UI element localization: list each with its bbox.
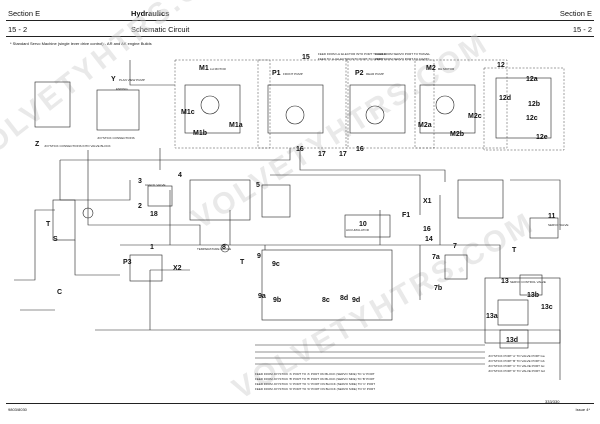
label-m2b: M2b [450, 131, 464, 138]
label-t-right: T [512, 247, 517, 254]
label-x1: X1 [423, 198, 432, 205]
label-t-left: T [46, 221, 51, 228]
label-14: 14 [425, 236, 433, 243]
label-p1-desc: FRONT PUMP [283, 72, 303, 76]
label-f1: F1 [402, 212, 410, 219]
label-13c: 13c [541, 304, 553, 311]
port-label-right-c: JOYSTICK PORT 'C' TO VALVE PORT Gc [488, 364, 545, 368]
page-number-left: 15 - 2 [8, 25, 28, 34]
label-13-desc: SERVO CONTROL VALVE [510, 280, 546, 284]
label-m2-desc: RH MOTOR [438, 67, 455, 71]
label-15: 15 [302, 54, 310, 61]
label-p2: P2 [355, 70, 364, 77]
label-y-desc: PLAN VIEW PUMP [119, 78, 145, 82]
label-11: 11 [548, 213, 556, 220]
label-p3: P3 [123, 259, 132, 266]
label-7a: 7a [432, 254, 440, 261]
label-13d: 13d [506, 337, 518, 344]
label-t-mid: T [240, 259, 245, 266]
label-10-desc: ACCUMULATOR [346, 228, 370, 232]
label-y-sub: ENDING [116, 87, 128, 91]
label-m2c: M2c [468, 113, 482, 120]
components [34, 77, 561, 349]
label-9b: 9b [273, 297, 281, 304]
label-p1: P1 [272, 70, 281, 77]
label-16b: 16 [356, 146, 364, 153]
port-label-bottom-b: FEED FROM JOYSTICK 'B' PORT TO 'B' PORT … [255, 377, 375, 381]
label-12: 12 [497, 62, 505, 69]
build-note: * Standard Servo Machine (single lever d… [10, 41, 152, 46]
issue-label: Issue 4* [575, 407, 590, 412]
label-2: 2 [138, 203, 142, 210]
label-8d: 8d [340, 295, 348, 302]
header-rule [6, 20, 594, 21]
label-m2a: M2a [418, 122, 432, 129]
label-c: C [57, 289, 62, 296]
label-11-desc: SERVO VALVE [548, 223, 569, 227]
footer-rule [6, 403, 594, 404]
port-label-top-b: FEED TO LH ELECTOR INTO PORT TO CAVITY [318, 57, 384, 61]
label-s: S [53, 236, 58, 243]
label-8: 8 [222, 244, 226, 251]
page-number-right: 15 - 2 [572, 25, 592, 34]
port-label-top-a: FEED FROM LH ELECTOR INTO PORT TO FEED [318, 52, 387, 56]
section-label-left: Section E [8, 9, 41, 18]
label-z: Z [35, 141, 40, 148]
label-y: Y [111, 76, 116, 83]
page-title: Hydraulics [131, 9, 170, 18]
label-12d: 12d [499, 95, 511, 102]
port-label-bottom-c: FEED FROM JOYSTICK 'C' PORT TO 'C' PORT … [255, 382, 375, 386]
port-label-bottom-d: FEED FROM JOYSTICK 'D' PORT TO 'D' PORT … [255, 387, 375, 391]
label-m1b: M1b [193, 130, 207, 137]
port-label-right-a: JOYSTICK PORT 'A' TO VALVE PORT Ga [488, 354, 545, 358]
label-3-desc: CHECK VALVE [145, 183, 166, 187]
label-13b: 13b [527, 292, 539, 299]
page-subtitle: Schematic Circuit [131, 25, 190, 34]
label-12a: 12a [526, 76, 538, 83]
label-7b: 7b [434, 285, 442, 292]
port-label-bottom-a: FEED FROM JOYSTICK 'A' PORT TO 'A' PORT … [255, 372, 375, 376]
label-12b: 12b [528, 101, 540, 108]
label-9a: 9a [258, 293, 266, 300]
label-joystick: JOYSTICK CONNECTIONS [97, 136, 135, 140]
label-17b: 17 [339, 151, 347, 158]
label-7: 7 [453, 243, 457, 250]
label-10: 10 [359, 221, 367, 228]
subheader-rule [6, 36, 594, 37]
label-9d: 9d [352, 297, 360, 304]
label-16c: 16 [423, 226, 431, 233]
port-label-right-b: JOYSTICK PORT 'B' TO VALVE PORT Gb [488, 359, 545, 363]
drawing-number: 333/330 [545, 399, 560, 404]
port-label-top-c: FEED FROM SERVO PORT TO TRAVEL [375, 52, 430, 56]
doc-id: 9803/8030 [8, 407, 27, 412]
label-p2-desc: REAR PUMP [366, 72, 384, 76]
label-8c: 8c [322, 297, 330, 304]
label-17: 17 [318, 151, 326, 158]
label-1: 1 [150, 244, 154, 251]
section-label-right: Section E [559, 9, 592, 18]
label-3: 3 [138, 178, 142, 185]
port-label-top-d: FEED FROM SERVO PORT TO CAVITY [375, 57, 429, 61]
label-4: 4 [178, 172, 182, 179]
label-z-desc: JOYSTICK CONNECTIONS INTO VALVE BLOCK [44, 144, 111, 148]
label-12c: 12c [526, 115, 538, 122]
label-9: 9 [257, 253, 261, 260]
label-m1a: M1a [229, 122, 243, 129]
label-18: 18 [150, 211, 158, 218]
hydraulic-lines [14, 59, 565, 380]
label-m2: M2 [426, 65, 436, 72]
label-9e: 9c [272, 261, 280, 268]
label-13: 13 [501, 278, 509, 285]
label-8-desc: TEMPERATURE GAUGE [197, 247, 231, 251]
label-12e: 12e [536, 134, 548, 141]
label-x2: X2 [173, 265, 182, 272]
label-16: 16 [296, 146, 304, 153]
label-m1: M1 [199, 65, 209, 72]
label-13a: 13a [486, 313, 498, 320]
label-m1c: M1c [181, 109, 195, 116]
port-label-right-d: JOYSTICK PORT 'D' TO VALVE PORT Gd [488, 369, 545, 373]
label-m1-desc: LH MOTOR [210, 67, 227, 71]
label-5: 5 [256, 182, 260, 189]
